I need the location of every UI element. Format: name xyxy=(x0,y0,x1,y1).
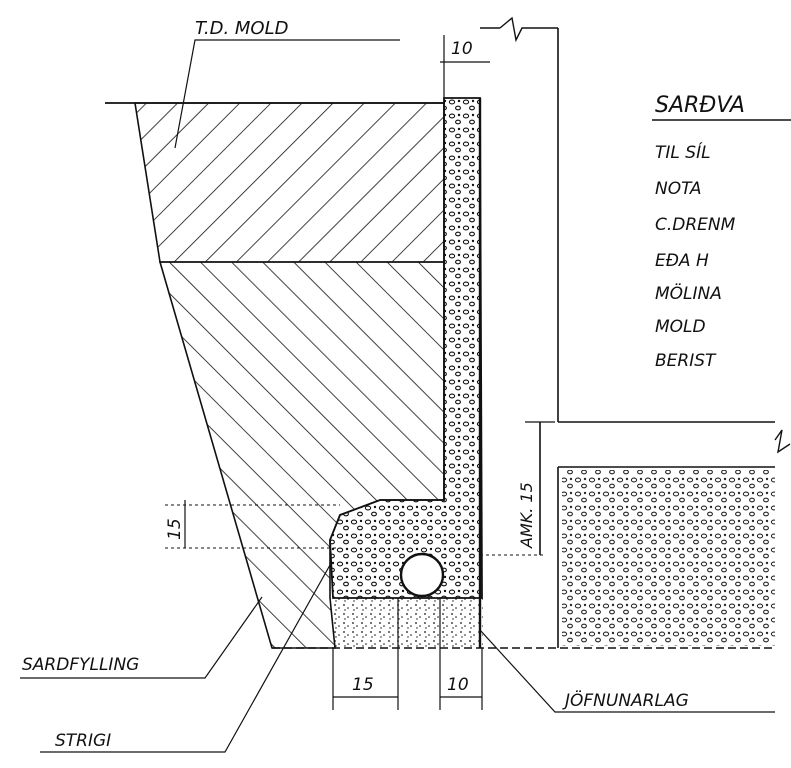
label-sardfylling: SARDFYLLING xyxy=(20,596,263,679)
dimension-bottom-10: 10 xyxy=(439,598,483,710)
foundation-wall xyxy=(478,16,791,648)
drain-pipe xyxy=(399,552,445,598)
levelling-layer xyxy=(333,598,483,648)
label-strigi: STRIGI xyxy=(40,564,331,753)
dim-left-label: 15 xyxy=(165,518,185,540)
notes-line: C.DRENM xyxy=(655,215,736,235)
svg-text:STRIGI: STRIGI xyxy=(55,731,111,751)
notes-line: NOTA xyxy=(655,179,702,199)
dimension-left: 15 xyxy=(165,500,340,549)
dim-bottom-15-label: 15 xyxy=(352,675,374,695)
floor-fill xyxy=(562,470,775,646)
dimension-top: 10 xyxy=(440,35,490,98)
notes-line: TIL SÍL xyxy=(655,141,711,163)
notes-title: SARÐVA xyxy=(655,93,745,118)
svg-text:JÖFNUNARLAG: JÖFNUNARLAG xyxy=(562,689,689,711)
notes-line: EÐA H xyxy=(655,251,709,271)
notes-line: MOLD xyxy=(655,317,706,337)
dimension-bottom-15: 15 xyxy=(332,598,399,710)
svg-text:SARDFYLLING: SARDFYLLING xyxy=(22,655,139,675)
notes-line: MÖLINA xyxy=(655,282,722,304)
dim-bottom-10-label: 10 xyxy=(447,675,469,695)
label-jofnunarlag: JÖFNUNARLAG xyxy=(479,629,775,713)
dim-top-label: 10 xyxy=(451,39,473,59)
notes-line: BERIST xyxy=(655,351,717,371)
topsoil-layer xyxy=(134,102,445,263)
label-top-mold: T.D. MOLD xyxy=(174,18,400,149)
notes-block: SARÐVA TIL SÍL NOTA C.DRENM EÐA H MÖLINA… xyxy=(652,93,791,371)
dimension-amk: AMK. 15 xyxy=(480,421,555,556)
dim-amk-label: AMK. 15 xyxy=(517,482,536,549)
svg-text:T.D. MOLD: T.D. MOLD xyxy=(195,18,288,39)
